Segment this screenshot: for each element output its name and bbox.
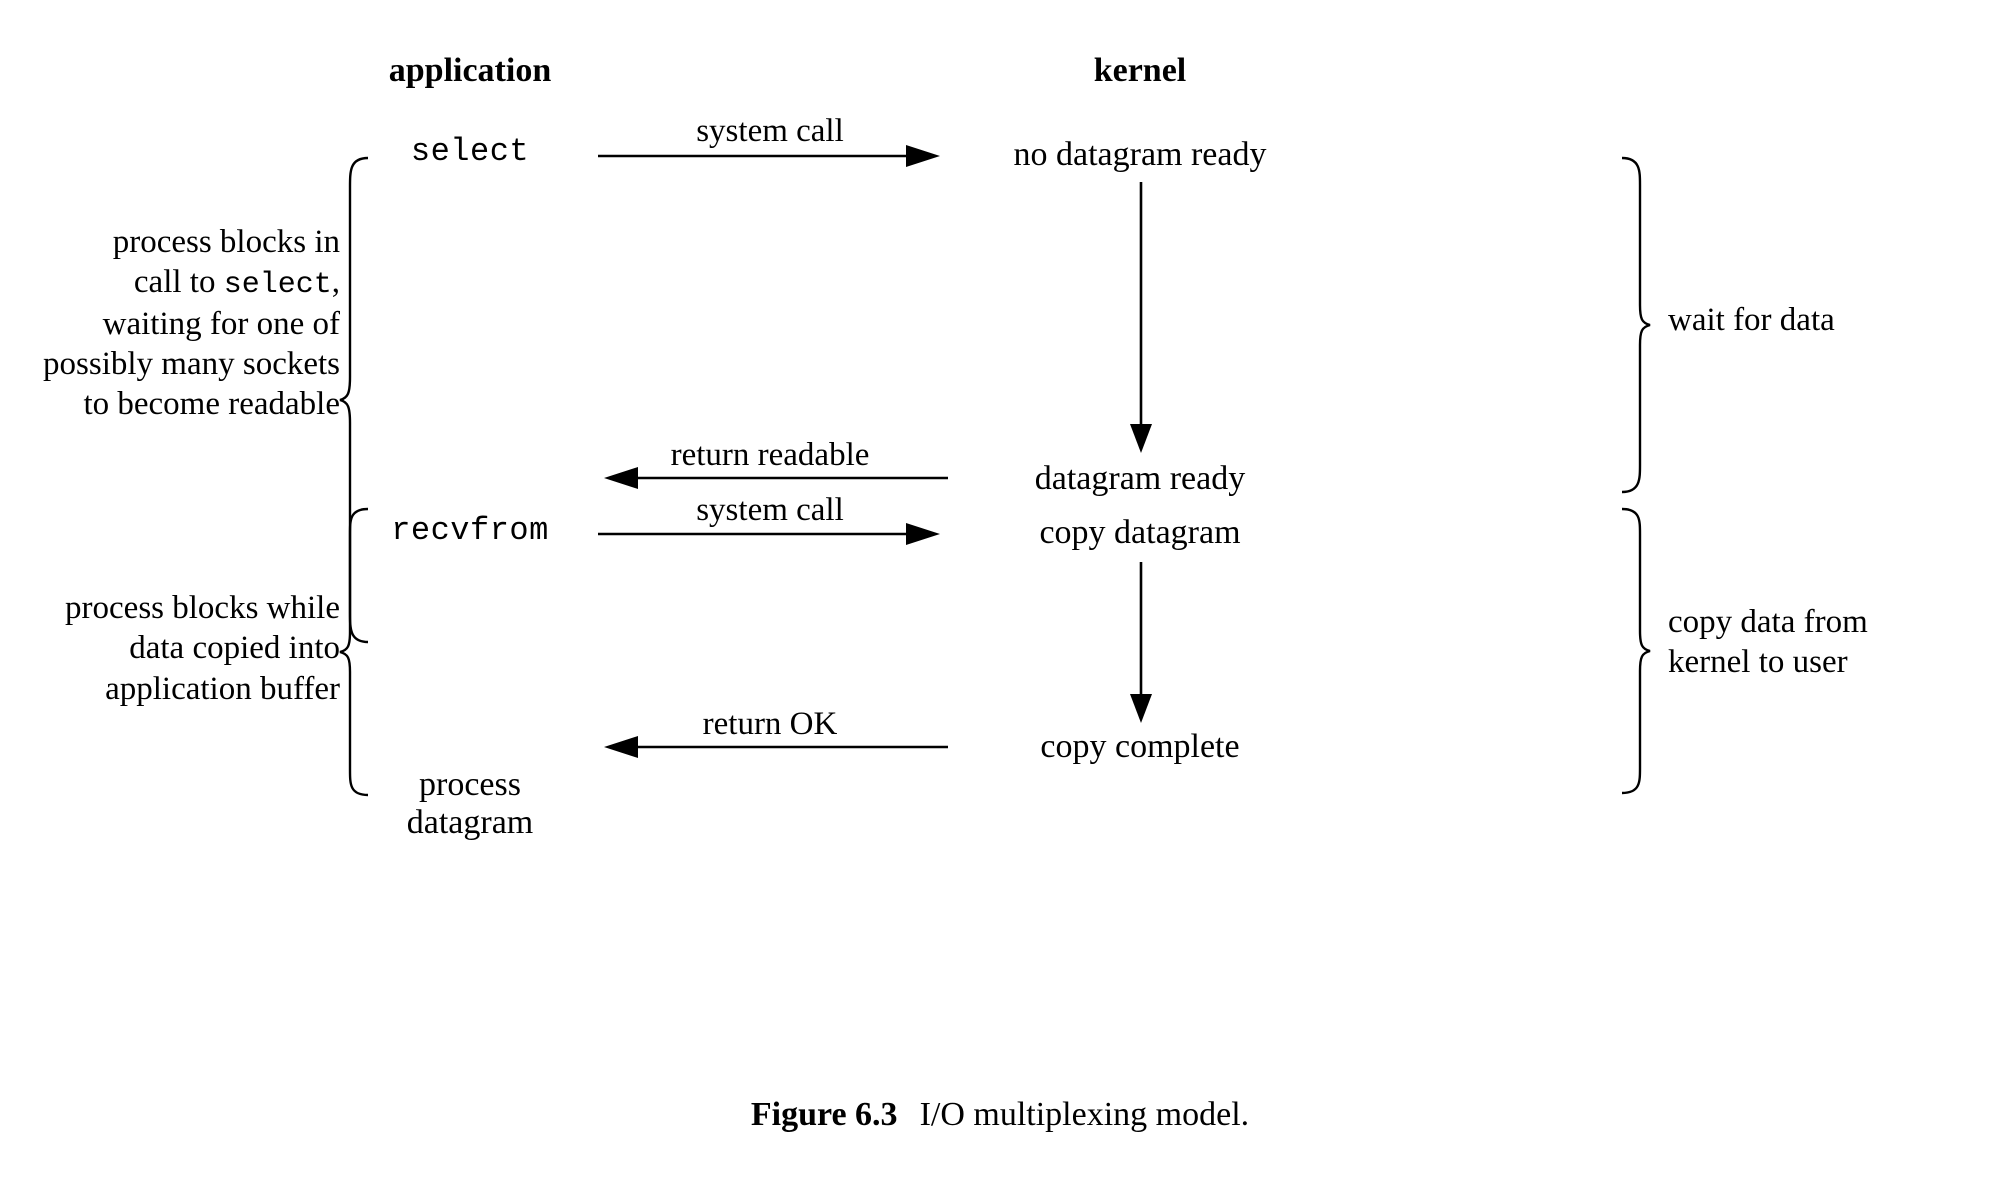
kernel-node-copy-complete: copy complete xyxy=(1040,728,1240,765)
arrow-return-readable xyxy=(604,467,948,489)
kernel-node-no-datagram-ready: no datagram ready xyxy=(1013,136,1267,173)
figure-caption-number: Figure 6.3 xyxy=(750,1096,898,1133)
left-note-1-line-2-suffix: , xyxy=(331,264,340,301)
figure-caption-text: I/O multiplexing model. xyxy=(919,1096,1250,1133)
left-note-1-line-2-prefix: call to xyxy=(133,264,224,301)
column-header-application: application xyxy=(388,52,552,89)
right-note-copy-data-line-2: kernel to user xyxy=(1668,644,1848,681)
arrow-label-system-call-2: system call xyxy=(696,492,844,528)
left-note-2-line-3: application buffer xyxy=(105,670,340,707)
arrow-label-return-readable: return readable xyxy=(670,437,870,473)
left-note-1-line-2-code: select xyxy=(223,268,332,303)
figure-caption: Figure 6.3 I/O multiplexing model. xyxy=(400,1096,1600,1134)
arrow-kernel-wait-vertical xyxy=(1130,182,1152,453)
left-note-block-2: process blocks while data copied into ap… xyxy=(20,588,340,709)
brace-kernel-wait xyxy=(1621,156,1651,494)
left-note-1-line-4: possibly many sockets xyxy=(43,346,340,383)
column-header-kernel: kernel xyxy=(1093,52,1187,89)
arrow-label-system-call-1: system call xyxy=(696,113,844,149)
left-note-2-line-2: data copied into xyxy=(129,630,340,667)
brace-application-recvfrom xyxy=(339,507,369,797)
right-note-copy-data-line-1: copy data from xyxy=(1668,604,1868,640)
arrow-label-return-ok: return OK xyxy=(702,706,838,742)
kernel-node-copy-datagram: copy datagram xyxy=(1039,514,1241,551)
app-node-recvfrom: recvfrom xyxy=(391,512,549,549)
left-note-1-line-2: call to select, xyxy=(20,262,340,304)
left-note-1-line-5: to become readable xyxy=(83,386,340,423)
kernel-node-datagram-ready: datagram ready xyxy=(1034,460,1246,497)
arrow-system-call-1 xyxy=(598,145,940,167)
left-note-2-line-1: process blocks while xyxy=(65,590,340,626)
arrow-return-ok xyxy=(604,736,948,758)
right-note-wait-for-data: wait for data xyxy=(1668,302,1835,338)
left-note-1-line-1: process blocks in xyxy=(112,224,340,260)
right-note-copy-data: copy data from kernel to user xyxy=(1668,602,1998,683)
arrow-kernel-copy-vertical xyxy=(1130,562,1152,723)
left-note-1-line-3: waiting for one of xyxy=(102,305,340,342)
left-note-block-1: process blocks in call to select, waitin… xyxy=(20,222,340,425)
app-node-select: select xyxy=(410,133,530,170)
brace-kernel-copy xyxy=(1621,507,1651,795)
app-node-process-datagram-line1: process xyxy=(419,766,521,803)
arrow-system-call-2 xyxy=(598,523,940,545)
app-node-process-datagram-line2: datagram xyxy=(406,804,534,841)
